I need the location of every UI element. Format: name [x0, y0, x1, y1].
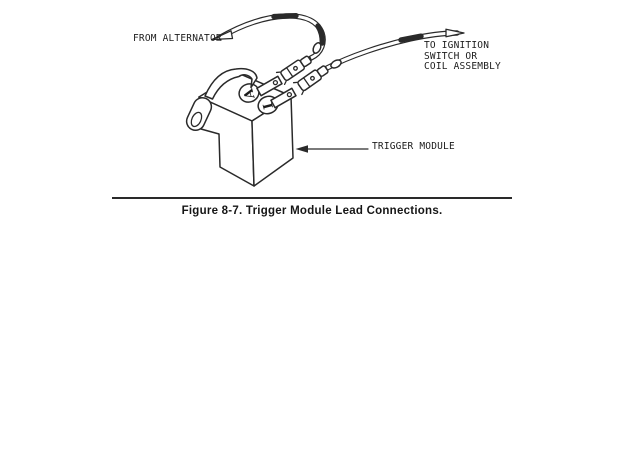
wire-shading-band [398, 33, 424, 43]
ignition-wire [324, 28, 465, 71]
wire-shading-band [315, 23, 326, 46]
alternator-wire [211, 13, 326, 61]
trigger-module-label: TRIGGER MODULE [372, 141, 455, 152]
to-ignition-label: TO IGNITION SWITCH OR COIL ASSEMBLY [424, 40, 501, 72]
terminal-blade-i [270, 87, 297, 109]
female-connector-alternator [275, 55, 312, 86]
figure-caption: Figure 8-7. Trigger Module Lead Connecti… [181, 205, 443, 217]
terminal-letter-a: A [241, 86, 259, 101]
ignition-wire-end [445, 28, 465, 38]
mounting-bracket [185, 67, 258, 132]
wire-shading-band [271, 13, 299, 20]
connector-crimp [299, 55, 312, 68]
terminal-blade-a [256, 75, 283, 97]
connector-dimple [310, 75, 315, 81]
alternator-wire-line [216, 13, 326, 61]
caption-divider [112, 197, 512, 199]
from-alternator-label: FROM ALTERNATOR [133, 33, 222, 44]
alternator-wire-end [211, 30, 234, 41]
terminal-marking-a: A [238, 83, 260, 103]
connector-dimple [293, 65, 298, 71]
bracket-hole [190, 111, 203, 128]
wire-ferrule [330, 59, 342, 69]
leader-arrowhead [295, 145, 308, 153]
wire-ferrule [312, 42, 322, 54]
connector-crimp [316, 65, 329, 77]
terminal-letter-i: I [261, 101, 277, 111]
bracket-strap [204, 67, 258, 100]
female-connector-ignition [292, 65, 329, 96]
trigger-module-pointer [295, 145, 369, 153]
